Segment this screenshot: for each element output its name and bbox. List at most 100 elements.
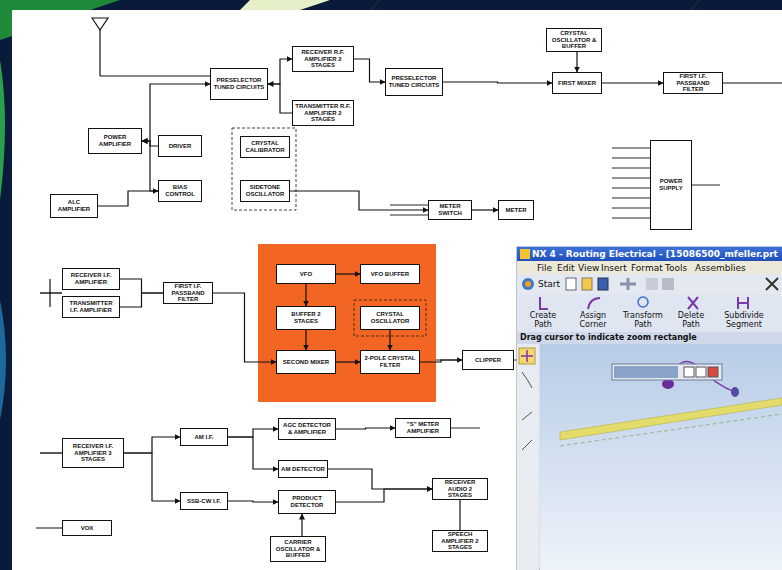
- menu-item: File: [537, 263, 552, 273]
- signal-connector: [459, 500, 460, 530]
- signal-connector: [142, 141, 158, 191]
- signal-connector: [443, 82, 552, 83]
- signal-connector: [98, 191, 158, 206]
- menu-item: Start: [538, 279, 560, 289]
- block-label: BUFFER 2 STAGES: [279, 311, 333, 325]
- block-box: PRESELECTOR TUNED CIRCUITS: [210, 68, 268, 100]
- block-box: 2-POLE CRYSTAL FILTER: [360, 350, 420, 374]
- toolbar-button-label: Assign Corner: [568, 312, 618, 330]
- signal-connector: [336, 273, 360, 274]
- block-label: FIRST I.F. PASSBAND FILTER: [666, 73, 720, 94]
- block-box: SPEECH AMPLIFIER 2 STAGES: [432, 530, 488, 552]
- block-box: METER: [498, 200, 534, 220]
- menu-item: Insert: [601, 263, 627, 273]
- signal-connector: [268, 84, 292, 113]
- block-label: "S" METER AMPLIFIER: [398, 421, 448, 435]
- block-box: POWER SUPPLY: [650, 140, 692, 230]
- block-label: ALC AMPLIFIER: [53, 199, 95, 213]
- block-label: RECEIVER I.F. AMPLIFIER 3 STAGES: [65, 443, 121, 464]
- menu-item: Format: [631, 263, 663, 273]
- block-box: DRIVER: [158, 135, 202, 157]
- block-box: SSB-CW I.F.: [180, 492, 228, 510]
- block-label: METER: [506, 207, 527, 214]
- signal-connector: [228, 501, 278, 502]
- signal-connector: [301, 514, 302, 536]
- block-label: FIRST MIXER: [558, 80, 596, 87]
- signal-connector: [576, 52, 577, 72]
- block-box: FIRST I.F. PASSBAND FILTER: [663, 72, 723, 94]
- signal-connector: [305, 284, 306, 306]
- block-box: CRYSTAL CALIBRATOR: [240, 136, 290, 158]
- block-label: AGC DETECTOR & AMPLIFIER: [281, 422, 333, 436]
- signal-connector: [213, 293, 276, 362]
- signal-connector: [124, 453, 180, 501]
- signal-connector: [336, 361, 360, 362]
- block-box: BIAS CONTROL: [158, 180, 202, 202]
- block-label: SSB-CW I.F.: [187, 498, 221, 505]
- block-box: VFO: [276, 264, 336, 284]
- block-label: CRYSTAL OSCILLATOR: [363, 311, 417, 325]
- signal-connector: [228, 437, 278, 469]
- block-box: SECOND MIXER: [276, 350, 336, 374]
- block-label: AM DETECTOR: [281, 466, 325, 473]
- menu-item: View: [578, 263, 599, 273]
- block-label: SECOND MIXER: [283, 359, 329, 366]
- block-box: TRANSMITTER I.F. AMPLIFIER: [62, 296, 120, 318]
- signal-connector: [602, 82, 663, 83]
- block-label: SIDETONE OSCILLATOR: [243, 184, 287, 198]
- toolbar-button-label: Delete Path: [668, 312, 714, 330]
- block-box: PRODUCT DETECTOR: [278, 490, 336, 514]
- block-box: VFO BUFFER: [360, 264, 420, 284]
- block-box: BUFFER 2 STAGES: [276, 306, 336, 330]
- block-box: AM DETECTOR: [278, 460, 328, 478]
- block-label: VFO BUFFER: [371, 271, 409, 278]
- signal-connector: [305, 330, 306, 350]
- block-label: POWER AMPLIFIER: [91, 134, 139, 148]
- block-label: RECEIVER I.F. AMPLIFIER: [65, 272, 117, 286]
- block-label: VFO: [300, 271, 312, 278]
- block-label: TRANSMITTER I.F. AMPLIFIER: [65, 300, 117, 314]
- block-box: SIDETONE OSCILLATOR: [240, 180, 290, 202]
- window-title: NX 4 - Routing Electrical - [15086500_mf…: [532, 249, 778, 259]
- signal-connector: [290, 191, 428, 210]
- block-box: POWER AMPLIFIER: [88, 128, 142, 154]
- signal-connector: [354, 59, 385, 82]
- block-box: CRYSTAL OSCILLATOR & BUFFER: [546, 28, 602, 52]
- signal-connector: [389, 330, 390, 350]
- block-label: RECEIVER AUDIO 2 STAGES: [435, 479, 485, 500]
- block-label: CRYSTAL CALIBRATOR: [243, 140, 287, 154]
- block-box: ALC AMPLIFIER: [50, 194, 98, 218]
- block-box: "S" METER AMPLIFIER: [395, 418, 451, 438]
- block-box: AM I.F.: [180, 428, 228, 446]
- toolbar-button-label: Transform Path: [618, 312, 668, 330]
- block-box: RECEIVER AUDIO 2 STAGES: [432, 478, 488, 500]
- toolbar-button-label: Subdivide Segment: [716, 312, 772, 330]
- block-label: AM I.F.: [195, 434, 214, 441]
- block-label: CARRIER OSCILLATOR & BUFFER: [273, 539, 323, 560]
- signal-connector: [124, 437, 180, 453]
- signal-connector: [120, 279, 163, 293]
- block-box: CRYSTAL OSCILLATOR: [360, 306, 420, 330]
- block-label: RECEIVER R.F. AMPLIFIER 2 STAGES: [295, 49, 351, 70]
- block-label: TRANSMITTER R.F. AMPLIFIER 2 STAGES: [295, 103, 351, 124]
- block-label: METER SWITCH: [431, 203, 469, 217]
- block-label: FIRST I.F. PASSBAND FILTER: [166, 283, 210, 304]
- block-label: DRIVER: [169, 143, 192, 150]
- block-label: VOX: [81, 525, 94, 532]
- signal-connector: [142, 84, 210, 141]
- block-box: AGC DETECTOR & AMPLIFIER: [278, 418, 336, 440]
- block-box: RECEIVER R.F. AMPLIFIER 2 STAGES: [292, 46, 354, 72]
- menu-item: Assemblies: [695, 263, 746, 273]
- signal-connector: [120, 293, 163, 307]
- block-box: PRESELECTOR TUNED CIRCUITS: [385, 68, 443, 96]
- block-box: FIRST MIXER: [552, 72, 602, 94]
- block-box: METER SWITCH: [428, 200, 472, 220]
- block-label: POWER SUPPLY: [653, 178, 689, 192]
- signal-connector: [420, 360, 462, 362]
- block-label: BIAS CONTROL: [161, 184, 199, 198]
- signal-connector: [228, 429, 278, 437]
- signal-connector: [336, 489, 432, 502]
- block-label: CRYSTAL OSCILLATOR & BUFFER: [549, 30, 599, 51]
- signal-connector: [336, 428, 395, 429]
- menu-item: Edit: [557, 263, 574, 273]
